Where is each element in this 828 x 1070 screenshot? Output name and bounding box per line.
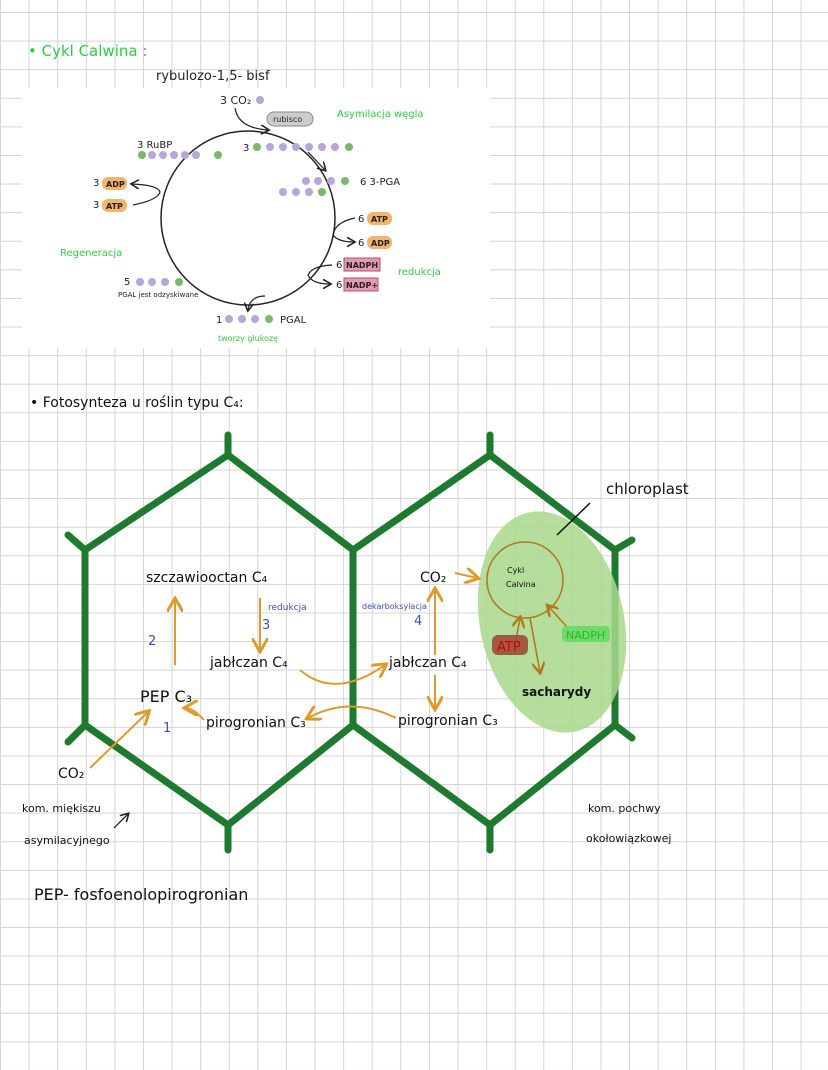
recycled-note: PGAL jest odzyskiwane bbox=[118, 291, 198, 299]
nadph-in: NADPH bbox=[346, 261, 378, 270]
calvin-line1: Cykl bbox=[507, 566, 524, 575]
atp-badge bbox=[492, 635, 528, 655]
mesophyll-label-2: asymilacyjnego bbox=[24, 834, 110, 847]
pyruvate-right: pirogronian C₃ bbox=[398, 713, 498, 729]
svg-text:6: 6 bbox=[358, 214, 364, 225]
atp-in: ATP bbox=[371, 215, 388, 224]
svg-text:6: 6 bbox=[358, 238, 364, 249]
rubp-label: 3 RuBP bbox=[137, 140, 172, 151]
nadph-badge bbox=[562, 626, 610, 642]
malate-left: jabłczan C₄ bbox=[209, 655, 288, 671]
co2-inside: CO₂ bbox=[420, 570, 446, 586]
step-3: 3 bbox=[262, 618, 270, 633]
svg-text:6: 6 bbox=[336, 280, 342, 291]
svg-text:3: 3 bbox=[93, 178, 99, 189]
bundle-label-2: okołowiązkowej bbox=[586, 832, 671, 845]
adp-left: ADP bbox=[106, 180, 125, 189]
bundle-label-1: kom. pochwy bbox=[588, 802, 661, 815]
pep-footnote: PEP- fosfoenolopirogronian bbox=[34, 885, 248, 904]
mesophyll-label-1: kom. miękiszu bbox=[22, 802, 101, 815]
calvin-line2: Calvina bbox=[506, 580, 536, 589]
regeneration-label: Regeneracja bbox=[60, 248, 122, 259]
malate-right: jabłczan C₄ bbox=[388, 655, 467, 671]
chloroplast-label: chloroplast bbox=[606, 480, 689, 498]
oxaloacetate: szczawiooctan C₄ bbox=[146, 570, 268, 586]
step-1: 1 bbox=[163, 721, 171, 736]
svg-text:6: 6 bbox=[336, 260, 342, 271]
svg-text:3: 3 bbox=[93, 200, 99, 211]
mesophyll-pointer bbox=[113, 814, 128, 829]
assimilation-label: Asymilacja węgla bbox=[337, 109, 424, 120]
c4-heading: • Fotosynteza u roślin typu C₄: bbox=[30, 395, 244, 411]
nadph-label: NADPH bbox=[566, 629, 605, 642]
pep: PEP C₃ bbox=[140, 687, 192, 706]
forms-glucose: tworzy glukozę bbox=[218, 334, 278, 343]
step-2: 2 bbox=[148, 634, 156, 649]
six-carbon-molecule bbox=[253, 143, 353, 151]
rubisco-label: rubisco bbox=[273, 115, 302, 124]
c4-arrows bbox=[89, 573, 477, 769]
pyruvate-left: pirogronian C₃ bbox=[206, 715, 306, 731]
svg-text:1: 1 bbox=[216, 315, 222, 326]
chloroplast-shape bbox=[477, 511, 627, 733]
calvin-cycle-image: 3 CO₂ rubisco Asymilacja węgla 3 RuBP 3 … bbox=[22, 88, 490, 348]
pgal-label: PGAL bbox=[280, 315, 307, 326]
step-4: 4 bbox=[414, 614, 422, 629]
rubp-molecule bbox=[138, 151, 222, 159]
rubp-note: rybulozo-1,5- bisf bbox=[156, 69, 270, 84]
svg-text:5: 5 bbox=[124, 277, 130, 288]
six-carbon-count: 3 bbox=[243, 143, 249, 154]
chloroplast-pointer bbox=[556, 502, 591, 536]
decarboxylation-note: dekarboksylacja bbox=[362, 602, 427, 611]
calvin-heading: • Cykl Calwina : bbox=[28, 42, 147, 60]
adp-out: ADP bbox=[371, 239, 390, 248]
mesophyll-cell bbox=[81, 450, 357, 830]
reduction-note: redukcja bbox=[268, 603, 307, 613]
reduction-label: redukcja bbox=[398, 267, 441, 278]
pga-label: 6 3-PGA bbox=[360, 177, 400, 188]
co2-outside: CO₂ bbox=[58, 766, 84, 782]
co2-label: 3 CO₂ bbox=[220, 94, 251, 107]
pga-molecules bbox=[279, 177, 349, 196]
atp-label: ATP bbox=[497, 640, 521, 655]
nadp-out: NADP+ bbox=[346, 281, 378, 290]
atp-left: ATP bbox=[106, 202, 123, 211]
sugars: sacharydy bbox=[522, 685, 591, 699]
